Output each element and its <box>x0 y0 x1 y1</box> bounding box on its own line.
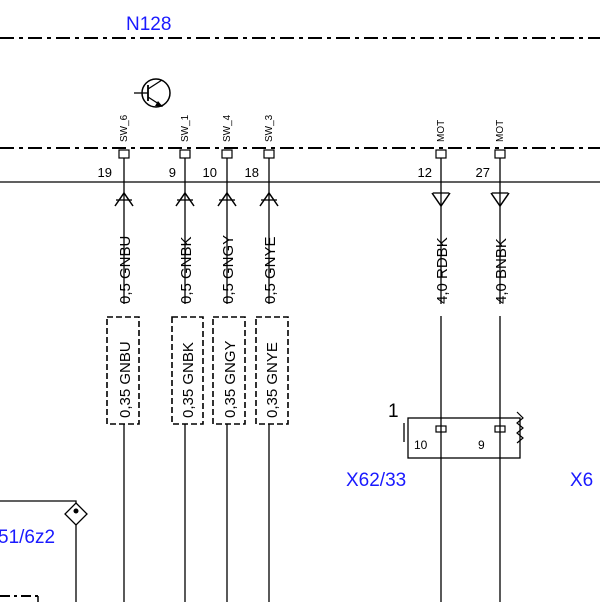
pin-18: 18 SW_3 0,5 GNYE 0,35 GNYE <box>245 114 289 602</box>
pin-number: 10 <box>203 165 217 180</box>
pin-signal: SW_6 <box>119 114 130 142</box>
connector-pin-icon <box>494 425 506 433</box>
pin-number: 27 <box>476 165 490 180</box>
wire-label: 0,5 GNGY <box>220 235 237 304</box>
connector-x62-33: 1 10 9 X62/33 X6 <box>346 401 593 491</box>
wire-label: 4,0 BNBK <box>493 238 510 304</box>
connector-index: 1 <box>388 401 399 422</box>
pin-number: 19 <box>98 165 112 180</box>
sub-wire-label: 0,35 GNBK <box>180 342 197 418</box>
wire-label: 0,5 GNYE <box>262 236 279 304</box>
connector-name: X62/33 <box>346 470 406 491</box>
pin-signal: SW_3 <box>264 114 275 142</box>
pin-9: 9 SW_1 0,5 GNBK 0,35 GNBK <box>169 114 204 602</box>
pin-signal: SW_4 <box>222 114 233 142</box>
pin-number: 9 <box>169 165 176 180</box>
shield-icon <box>516 411 524 444</box>
pin-number: 18 <box>245 165 259 180</box>
next-connector-name: X6 <box>570 470 593 491</box>
sub-wire-label: 0,35 GNBU <box>117 341 134 418</box>
pin-27: 27 MOT 4,0 BNBK <box>476 120 510 602</box>
wire-label: 4,0 RDBK <box>434 237 451 304</box>
pin-10: 10 SW_4 0,5 GNGY 0,35 GNGY <box>203 114 246 602</box>
pin-signal: MOT <box>495 120 506 142</box>
wire-label: 0,5 GNBU <box>117 236 134 304</box>
reference-label: 51/6z2 <box>0 527 55 548</box>
wire-label: 0,5 GNBK <box>178 236 195 304</box>
pin-19: 19 SW_6 0,5 GNBU 0,35 GNBU <box>98 114 140 602</box>
pin-signal: MOT <box>436 120 447 142</box>
sub-wire-label: 0,35 GNGY <box>222 340 239 418</box>
pin-12: 12 MOT 4,0 RDBK <box>418 120 451 602</box>
module-name: N128 <box>126 14 171 35</box>
sub-wire-label: 0,35 GNYE <box>264 342 281 418</box>
pin-number: 12 <box>418 165 432 180</box>
connector-pin-icon <box>435 425 447 433</box>
connector-pin-number: 9 <box>478 438 485 452</box>
junction-diamond-icon <box>64 502 88 526</box>
pin-signal: SW_1 <box>180 114 191 142</box>
reference-box: 51/6z2 <box>0 500 88 602</box>
connector-pin-number: 10 <box>414 438 428 452</box>
transistor-icon <box>134 78 171 108</box>
